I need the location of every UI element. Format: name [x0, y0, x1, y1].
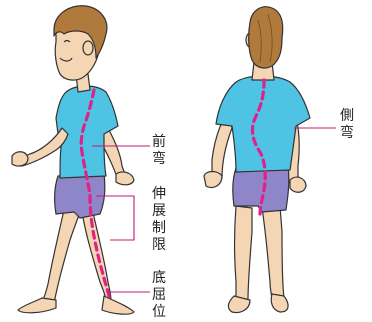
- side-ear: [83, 41, 93, 55]
- label-lateral-curve: 側 弯: [340, 108, 354, 142]
- back-left-leg: [235, 206, 253, 300]
- back-shorts: [233, 166, 289, 212]
- label-dorsiflexion-char-1: 底: [152, 270, 166, 287]
- label-lateral-curve-char-2: 弯: [340, 125, 354, 142]
- back-right-foot: [271, 294, 288, 312]
- label-forward-curve: 前 弯: [152, 134, 166, 168]
- back-left-hand: [204, 172, 222, 188]
- label-dorsiflexion-char-3: 位: [152, 304, 166, 321]
- label-extension-limit-char-1: 伸: [152, 186, 166, 203]
- back-right-leg: [262, 206, 284, 300]
- label-extension-limit-char-3: 制: [152, 220, 166, 237]
- label-forward-curve-char-1: 前: [152, 134, 166, 151]
- side-back-hand: [116, 172, 134, 185]
- label-extension-limit-char-2: 展: [152, 203, 166, 220]
- label-dorsiflexion: 底 屈 位: [152, 270, 166, 321]
- side-back-foot: [102, 296, 134, 314]
- label-forward-curve-char-2: 弯: [152, 151, 166, 168]
- label-lateral-curve-char-1: 側: [340, 108, 354, 125]
- label-dorsiflexion-char-2: 屈: [152, 287, 166, 304]
- side-view-figure: [12, 6, 134, 314]
- side-front-foot: [18, 298, 56, 313]
- side-front-leg: [42, 210, 80, 304]
- label-extension-limit-char-4: 限: [152, 237, 166, 254]
- back-view-figure: [204, 7, 310, 313]
- back-head-hair: [249, 7, 283, 68]
- label-extension-limit: 伸 展 制 限: [152, 186, 166, 254]
- back-right-hand: [290, 177, 306, 192]
- side-front-hand: [12, 152, 28, 166]
